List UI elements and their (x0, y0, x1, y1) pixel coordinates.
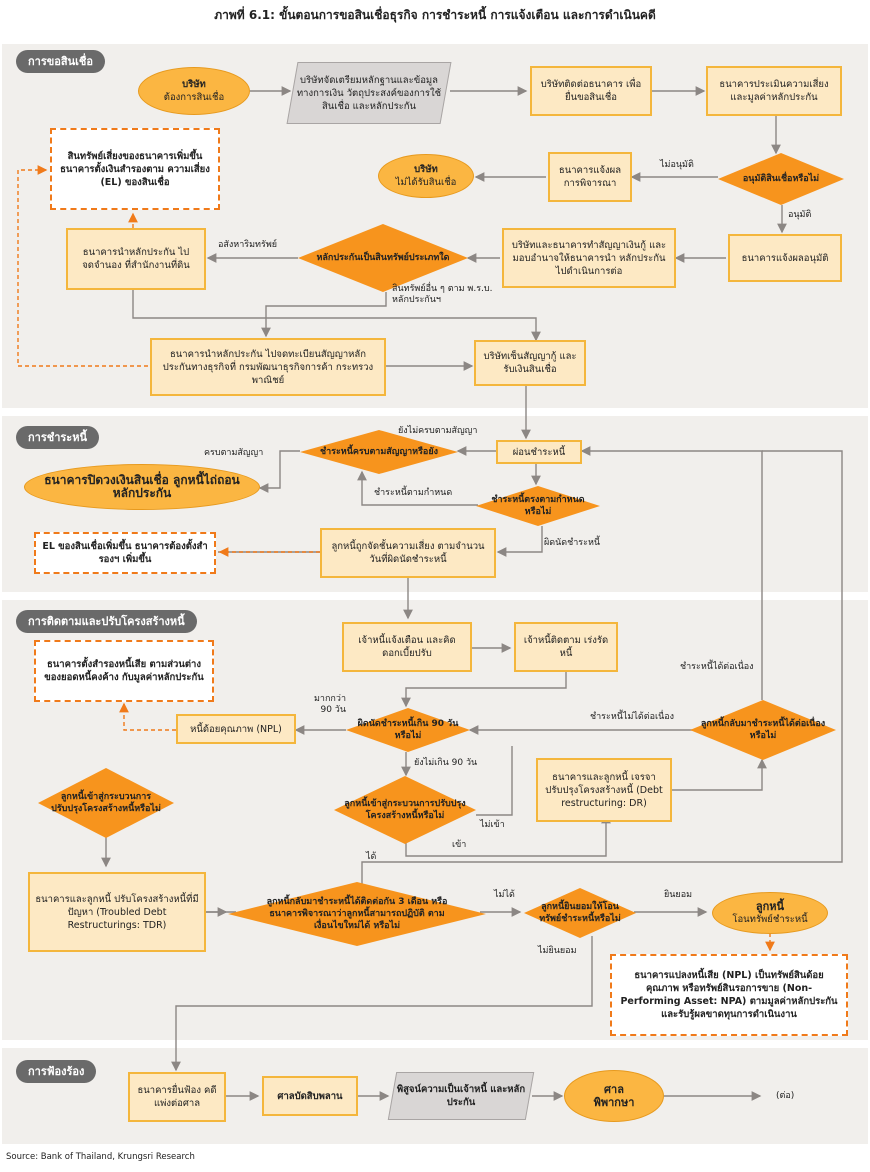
section-tab-litigation: การฟ้องร้อง (16, 1060, 97, 1083)
rejected-sub: ไม่ได้รับสินเชื่อ (395, 177, 457, 188)
npa-conversion-note: ธนาคารแปลงหนี้เสีย (NPL) เป็นทรัพย์สินด้… (610, 954, 848, 1036)
transfer-title: ลูกหนี้ (755, 900, 785, 913)
page-title: ภาพที่ 6.1: ขั้นตอนการขอสินเชื่อธุรกิจ ก… (214, 8, 656, 22)
restructure-decision-center: ลูกหนี้เข้าสู่กระบวนการปรับปรุงโครงสร้าง… (334, 776, 476, 844)
restructure-decision-center-label: ลูกหนี้เข้าสู่กระบวนการปรับปรุงโครงสร้าง… (344, 799, 466, 821)
prove-creditor-claim: พิสูจน์ความเป็นเจ้าหนี้ และหลักประกัน (392, 1072, 530, 1120)
not-approved-label: ไม่อนุมัติ (660, 160, 694, 170)
bank-notify-approved: ธนาคารแจ้งผลอนุมัติ (728, 234, 842, 282)
court-sub: พิพากษา (593, 1096, 635, 1109)
debtor-transfers-assets: ลูกหนี้ โอนทรัพย์ชำระหนี้ (712, 892, 828, 934)
court-title: ศาล (604, 1083, 624, 1096)
register-business-collateral: ธนาคารนำหลักประกัน ไปจดทะเบียนสัญญาหลักป… (150, 338, 386, 396)
not-continue-label: ชำระหนี้ไม่ได้ต่อเนื่อง (590, 712, 675, 722)
approved-label: อนุมัติ (788, 210, 812, 220)
section-tab-monitoring: การติดตามและปรับโครงสร้างหนี้ (16, 610, 197, 633)
source-note: Source: Bank of Thailand, Krungsri Resea… (6, 1152, 195, 1162)
collateral-type-label: หลักประกันเป็นสินทรัพย์ประเภทใด (316, 253, 450, 263)
close-credit-line-label: ธนาคารปิดวงเงินสินเชื่อ ลูกหนี้ไถ่ถอนหลั… (44, 473, 240, 500)
prepare-documents-label: บริษัทจัดเตรียมหลักฐานและข้อมูลทางการเงิ… (296, 74, 442, 112)
court-judgment: ศาล พิพากษา (564, 1070, 664, 1122)
continue-payment-label: ชำระหนี้ได้ต่อเนื่อง (680, 662, 754, 672)
resume-payment-label: ลูกหนี้กลับมาชำระหนี้ได้ต่อเนื่องหรือไม่ (700, 719, 826, 741)
paid-in-full-decision: ชำระหนี้ครบตามสัญญาหรือยัง (300, 430, 458, 474)
refuse-label: ไม่ยินยอม (538, 946, 577, 956)
receive-loan: บริษัทเซ็นสัญญากู้ และรับเงินสินเชื่อ (474, 340, 586, 386)
default-90-days-label: ผิดนัดชำระหนี้เกิน 90 วันหรือไม่ (357, 719, 459, 741)
other-assets-label: สินทรัพย์อื่น ๆ ตาม พ.ร.บ. หลักประกันฯ (392, 284, 493, 305)
continued-label: (ต่อ) (776, 1091, 795, 1101)
creditor-notice: เจ้าหนี้แจ้งเตือน และคิดดอกเบี้ยปรับ (342, 622, 472, 672)
resume-payment-decision: ลูกหนี้กลับมาชำระหนี้ได้ต่อเนื่องหรือไม่ (690, 700, 836, 760)
on-time-decision: ชำระหนี้ตรงตามกำหนดหรือไม่ (476, 486, 600, 526)
installment-payment: ผ่อนชำระหนี้ (496, 440, 582, 464)
no-enter-label: ไม่เข้า (480, 820, 505, 830)
company-rejected: บริษัท ไม่ได้รับสินเชื่อ (378, 154, 474, 198)
real-estate-label: อสังหาริมทรัพย์ (218, 240, 278, 250)
creditor-follow-up: เจ้าหนี้ติดตาม เร่งรัดหนี้ (514, 622, 618, 672)
company-title: บริษัท (182, 79, 206, 90)
prepare-documents: บริษัทจัดเตรียมหลักฐานและข้อมูลทางการเงิ… (292, 62, 446, 124)
close-credit-line: ธนาคารปิดวงเงินสินเชื่อ ลูกหนี้ไถ่ถอนหลั… (24, 464, 260, 510)
approve-decision: อนุมัติสินเชื่อหรือไม่ (718, 153, 844, 205)
el-increase-note: EL ของสินเชื่อเพิ่มขึ้น ธนาคารต้องตั้งสำ… (34, 532, 216, 574)
troubled-debt-restructuring: ธนาคารและลูกหนี้ ปรับโครงสร้างหนี้ที่มีป… (28, 872, 206, 952)
enter-label: เข้า (452, 840, 467, 850)
on-time-label: ชำระหนี้ตามกำหนด (374, 488, 453, 498)
not-ok-label: ไม่ได้ (494, 890, 515, 900)
three-month-decision-label: ลูกหนี้กลับมาชำระหนี้ได้ติดต่อกัน 3 เดือ… (266, 897, 448, 931)
sign-loan-agreement: บริษัทและธนาคารทำสัญญาเงินกู้ และมอบอำนา… (502, 228, 676, 288)
consent-label: ยินยอม (664, 890, 693, 900)
restructure-decision-left-label: ลูกหนี้เข้าสู่กระบวนการปรับปรุงโครงสร้าง… (51, 792, 161, 814)
collateral-type-decision: หลักประกันเป็นสินทรัพย์ประเภทใด (298, 224, 468, 292)
asset-transfer-decision-label: ลูกหนี้ยินยอมให้โอนทรัพย์ชำระหนี้หรือไม่ (539, 902, 621, 924)
default-90-days-decision: ผิดนัดชำระหนี้เกิน 90 วันหรือไม่ (346, 708, 470, 752)
default-label: ผิดนัดชำระหนี้ (544, 538, 601, 548)
over-90-label: มากกว่า 90 วัน (314, 694, 346, 715)
risk-assets-note: สินทรัพย์เสี่ยงของธนาคารเพิ่มขึ้น ธนาคาร… (50, 128, 220, 210)
company-sub: ต้องการสินเชื่อ (163, 92, 225, 103)
full-label: ครบตามสัญญา (204, 448, 264, 458)
assess-risk: ธนาคารประเมินความเสี่ยง และมูลค่าหลักประ… (706, 66, 842, 116)
npl-box: หนี้ด้อยคุณภาพ (NPL) (176, 714, 296, 744)
risk-classification: ลูกหนี้ถูกจัดชั้นความเสี่ยง ตามจำนวนวันท… (320, 528, 496, 578)
asset-transfer-decision: ลูกหนี้ยินยอมให้โอนทรัพย์ชำระหนี้หรือไม่ (524, 888, 636, 938)
register-mortgage-land-office: ธนาคารนำหลักประกัน ไปจดจำนอง ที่สำนักงาน… (66, 228, 206, 290)
ok-label: ได้ (366, 852, 377, 862)
provision-note: ธนาคารตั้งสำรองหนี้เสีย ตามส่วนต่างของยอ… (34, 640, 214, 702)
company-needs-loan: บริษัท ต้องการสินเชื่อ (138, 67, 250, 115)
file-civil-suit: ธนาคารยื่นฟ้อง คดีแพ่งต่อศาล (128, 1072, 226, 1122)
restructure-decision-left: ลูกหนี้เข้าสู่กระบวนการปรับปรุงโครงสร้าง… (38, 768, 174, 838)
transfer-sub: โอนทรัพย์ชำระหนี้ (732, 914, 808, 925)
under-90-label: ยังไม่เกิน 90 วัน (414, 758, 478, 768)
debt-restructuring-dr: ธนาคารและลูกหนี้ เจรจาปรับปรุงโครงสร้างห… (536, 758, 672, 822)
prove-creditor-claim-label: พิสูจน์ความเป็นเจ้าหนี้ และหลักประกัน (396, 1084, 526, 1108)
paid-in-full-label: ชำระหนี้ครบตามสัญญาหรือยัง (319, 447, 439, 457)
approve-decision-label: อนุมัติสินเชื่อหรือไม่ (742, 174, 820, 184)
contact-bank: บริษัทติดต่อธนาคาร เพื่อยื่นขอสินเชื่อ (530, 66, 652, 116)
section-tab-loan-request: การขอสินเชื่อ (16, 50, 105, 73)
section-tab-repayment: การชำระหนี้ (16, 426, 99, 449)
on-time-decision-label: ชำระหนี้ตรงตามกำหนดหรือไม่ (491, 495, 585, 517)
bankruptcy-court: ศาลบัดสิบพลาน (262, 1076, 358, 1116)
bank-notify-result: ธนาคารแจ้งผล การพิจารณา (548, 152, 632, 202)
three-month-decision: ลูกหนี้กลับมาชำระหนี้ได้ติดต่อกัน 3 เดือ… (228, 882, 486, 946)
rejected-title: บริษัท (414, 164, 438, 175)
